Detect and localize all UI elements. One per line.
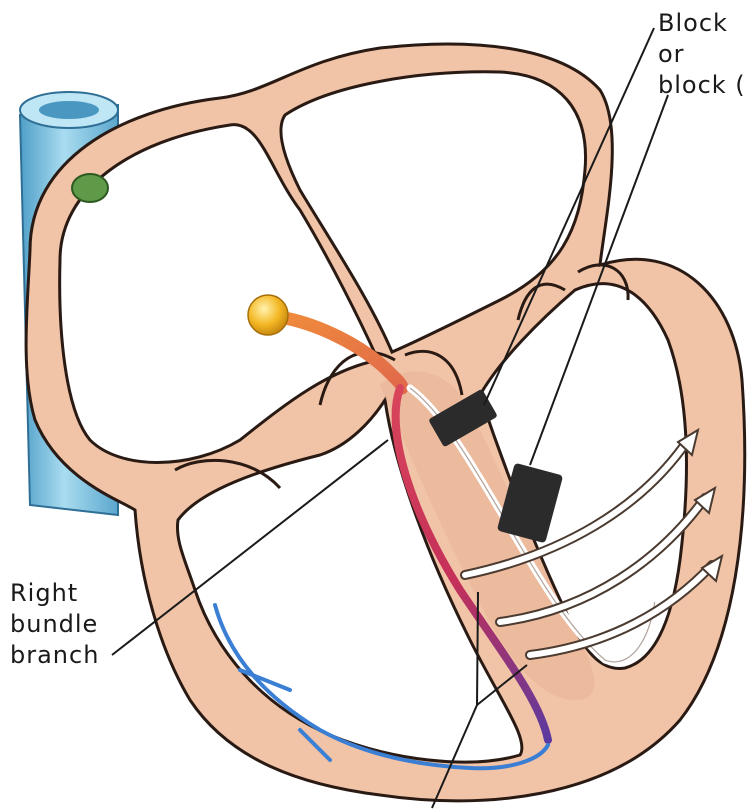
rbb-label-line3: branch: [10, 640, 99, 671]
block-label-line2: or: [658, 39, 746, 70]
rbb-label-line2: bundle: [10, 609, 99, 640]
block-label-line3: block (: [658, 70, 746, 101]
right-bundle-branch-label: Right bundle branch: [10, 578, 99, 671]
sa-node: [72, 174, 108, 202]
av-node: [248, 295, 288, 335]
block-label: Block or block (: [658, 8, 746, 101]
block-label-line1: Block: [658, 8, 746, 39]
rbb-label-line1: Right: [10, 578, 99, 609]
